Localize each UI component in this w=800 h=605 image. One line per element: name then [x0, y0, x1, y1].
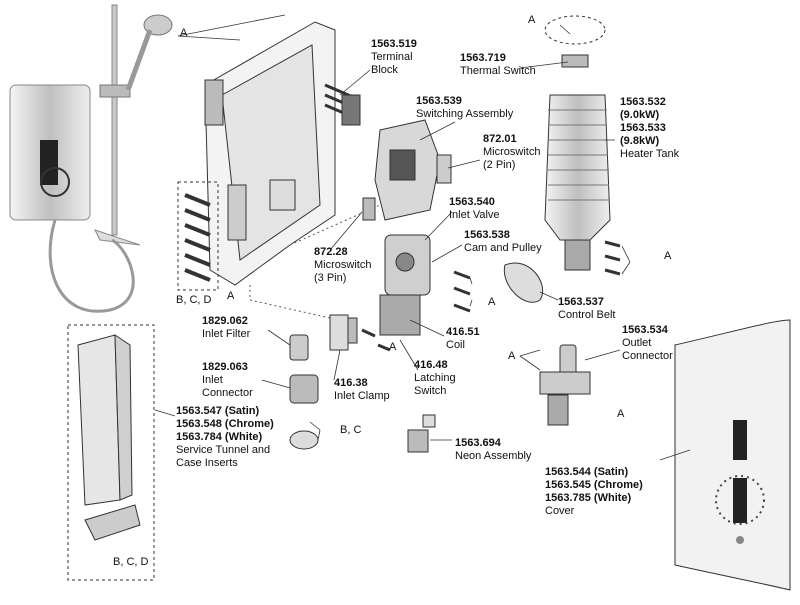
- ref-bcd-screws: B, C, D: [176, 294, 212, 306]
- backplate-case: [204, 21, 336, 286]
- thermal-switch-part: [544, 15, 606, 68]
- heater-tank-part: [544, 94, 611, 271]
- inlet-clamp-part: [329, 314, 349, 351]
- service-tunnel-part: [67, 324, 155, 581]
- outlet-connector-part: [539, 344, 591, 426]
- label-microswitch-2pin: 872.01 Microswitch (2 Pin): [483, 133, 541, 171]
- ref-a-outlet-right: A: [617, 408, 625, 420]
- label-control-belt: 1563.537 Control Belt: [558, 296, 616, 321]
- label-outlet-connector: 1563.534 Outlet Connector: [622, 324, 673, 362]
- ref-a-outlet-left: A: [508, 350, 516, 362]
- screw-set-bcd: [177, 181, 219, 291]
- label-service-tunnel: 1563.547 (Satin) 1563.548 (Chrome) 1563.…: [176, 405, 274, 469]
- label-inlet-valve: 1563.540 Inlet Valve: [449, 196, 500, 221]
- label-inlet-clamp: 416.38 Inlet Clamp: [334, 377, 390, 402]
- neon-assembly-part: [407, 414, 436, 453]
- ref-a-clamp: A: [389, 341, 397, 353]
- ref-a-backplate: A: [227, 290, 235, 302]
- label-inlet-filter: 1829.062 Inlet Filter: [202, 315, 251, 340]
- leader-dotted: [249, 285, 331, 319]
- label-cam-pulley: 1563.538 Cam and Pulley: [464, 229, 542, 254]
- label-coil: 416.51 Coil: [446, 326, 480, 351]
- ref-bc-connector: B, C: [340, 424, 362, 436]
- cover-part: [674, 319, 791, 591]
- ref-a-thermal: A: [528, 14, 536, 26]
- switching-assembly-part: [362, 119, 452, 221]
- ref-a-valve: A: [488, 296, 496, 308]
- leader-dotted-2: [289, 204, 381, 246]
- label-thermal-switch: 1563.719 Thermal Switch: [460, 52, 536, 77]
- leader-lines: [154, 14, 691, 461]
- control-belt-part: [503, 262, 544, 303]
- label-latching-switch: 416.48 Latching Switch: [414, 359, 456, 397]
- valve-screws: [361, 270, 471, 352]
- ref-a-top-left: A: [180, 27, 188, 39]
- terminal-block-part: [324, 83, 361, 126]
- tank-screws: [604, 240, 621, 276]
- inlet-filter-part: [289, 334, 319, 450]
- label-neon-assembly: 1563.694 Neon Assembly: [455, 437, 532, 462]
- ref-a-tank: A: [664, 250, 672, 262]
- label-heater-tank: 1563.532 (9.0kW) 1563.533 (9.8kW) Heater…: [620, 96, 680, 160]
- label-switching-assembly: 1563.539 Switching Assembly: [416, 95, 514, 120]
- label-terminal-block: 1563.519 Terminal Block: [371, 38, 417, 76]
- label-microswitch-3pin: 872.28 Microswitch (3 Pin): [314, 246, 372, 284]
- inlet-valve-part: [344, 234, 431, 344]
- ref-bcd-tunnel: B, C, D: [113, 556, 149, 568]
- label-inlet-connector: 1829.063 Inlet Connector: [202, 361, 253, 399]
- label-cover: 1563.544 (Satin) 1563.545 (Chrome) 1563.…: [545, 466, 643, 517]
- shower-unit-illustration: [9, 4, 173, 313]
